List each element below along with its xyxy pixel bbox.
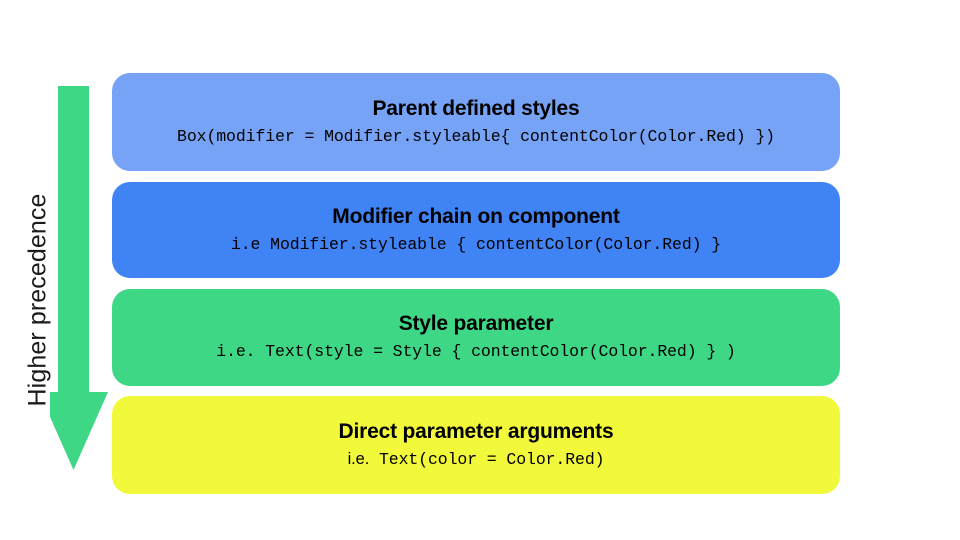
- card-title: Direct parameter arguments: [338, 419, 614, 443]
- card-code-prefix: i.e.: [347, 449, 370, 468]
- precedence-card-modifier-chain-on-component[interactable]: Modifier chain on component i.e Modifier…: [112, 182, 840, 278]
- card-code-body: i.e. Text(style = Style { contentColor(C…: [216, 342, 736, 362]
- axis-label-higher-precedence: Higher precedence: [23, 193, 52, 407]
- card-code-sample: i.e. Text(color = Color.Red): [348, 449, 605, 470]
- card-code-sample: i.e. Text(style = Style { contentColor(C…: [216, 341, 736, 362]
- precedence-card-direct-parameter-arguments[interactable]: Direct parameter arguments i.e. Text(col…: [112, 396, 840, 494]
- card-code-sample: Box(modifier = Modifier.styleable{ conte…: [177, 126, 775, 147]
- card-code-body: Box(modifier = Modifier.styleable{ conte…: [177, 126, 775, 146]
- card-code-sample: i.e Modifier.styleable { contentColor(Co…: [231, 234, 721, 255]
- card-title: Parent defined styles: [372, 96, 580, 120]
- card-code-body: i.e Modifier.styleable { contentColor(Co…: [230, 234, 722, 254]
- card-code-body: Text(color = Color.Red): [369, 449, 605, 469]
- card-title: Modifier chain on component: [332, 204, 620, 228]
- down-arrow-icon: [50, 86, 108, 470]
- precedence-card-parent-defined-styles[interactable]: Parent defined styles Box(modifier = Mod…: [112, 73, 840, 171]
- card-title: Style parameter: [398, 312, 554, 336]
- precedence-card-style-parameter[interactable]: Style parameter i.e. Text(style = Style …: [112, 289, 840, 386]
